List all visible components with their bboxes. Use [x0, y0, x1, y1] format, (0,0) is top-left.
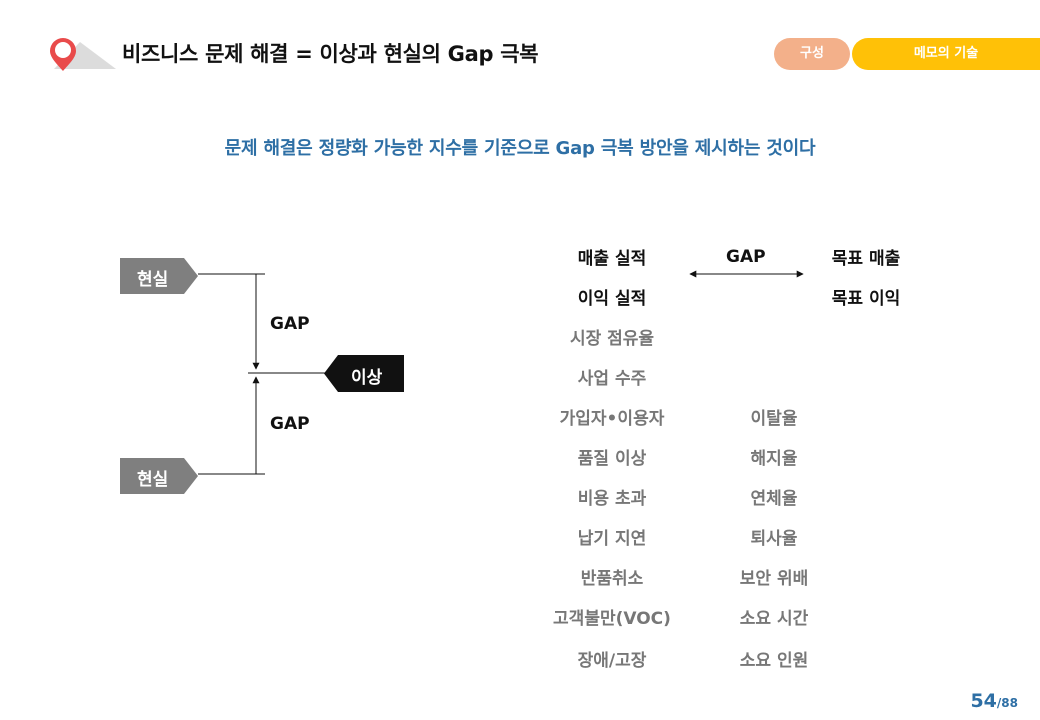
ideal-tag: 이상	[324, 355, 404, 392]
target-item: 목표 매출	[831, 249, 901, 269]
metric-right: 연체율	[750, 489, 798, 509]
reality-tag-top: 현실	[120, 258, 198, 294]
gap-label-top: GAP	[270, 314, 310, 334]
metric-right: 보안 위배	[739, 569, 809, 589]
metric-left: 비용 초과	[577, 489, 647, 509]
metric-left: 고객불만(VOC)	[553, 609, 671, 629]
page-total: /88	[996, 696, 1018, 710]
gap-label-right: GAP	[726, 247, 766, 267]
metric-left: 반품취소	[580, 569, 644, 589]
metric-left: 시장 점유율	[569, 329, 655, 349]
metric-right: 이탈율	[750, 409, 798, 429]
metric-left: 장애/고장	[577, 651, 647, 671]
reality-label-bottom: 현실	[137, 470, 169, 490]
reality-label-top: 현실	[137, 270, 169, 290]
actual-item: 이익 실적	[577, 289, 647, 309]
page-number: 54/88	[970, 690, 1018, 712]
location-pin-logo-icon	[50, 38, 116, 71]
slide-subtitle: 문제 해결은 정량화 가능한 지수를 기준으로 Gap 극복 방안을 제시하는 …	[224, 138, 816, 159]
metric-left: 품질 이상	[577, 449, 647, 469]
metric-right: 해지율	[750, 449, 798, 469]
metric-right: 소요 시간	[739, 609, 809, 629]
metric-right: 소요 인원	[739, 651, 809, 671]
page-title: 비즈니스 문제 해결 = 이상과 현실의 Gap 극복	[122, 42, 539, 66]
actual-item: 매출 실적	[577, 249, 647, 269]
metric-right: 퇴사율	[750, 529, 798, 549]
ideal-label: 이상	[351, 368, 383, 388]
metric-left: 가입자•이용자	[559, 409, 665, 429]
metric-left: 납기 지연	[577, 529, 647, 549]
section-tag-structure[interactable]: 구성	[774, 38, 850, 70]
gap-label-bottom: GAP	[270, 414, 310, 434]
metric-left: 사업 수주	[577, 369, 647, 389]
section-tag-memo[interactable]: 메모의 기술	[852, 38, 1040, 70]
target-item: 목표 이익	[831, 289, 901, 309]
reality-tag-bottom: 현실	[120, 458, 198, 494]
page-current: 54	[970, 690, 997, 712]
